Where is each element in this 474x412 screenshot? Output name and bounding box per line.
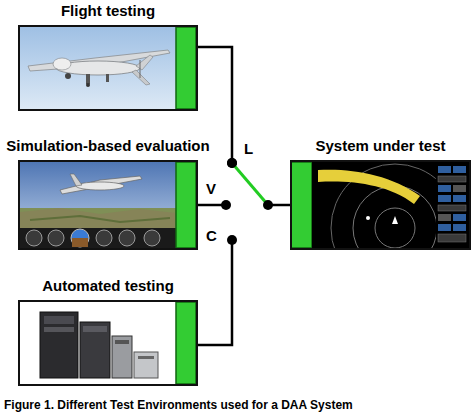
switch-contact [227,235,237,245]
box-heading: Simulation-based evaluation [6,137,209,154]
box-heading: Automated testing [42,277,174,294]
connector-strip [176,302,196,384]
connector-strip [291,162,312,248]
wire [197,240,232,345]
connector-strip [176,27,196,109]
computers-photo [20,302,176,384]
switch-contact [227,158,237,168]
switch-arm [232,163,268,205]
environment-box: Automated testing [18,300,198,386]
environment-box: Flight testing [18,25,198,111]
simulator-screen [20,162,176,248]
environment-box: Simulation-based evaluation [18,160,198,250]
switch-contact [227,158,237,168]
switch-label: C [206,227,217,244]
switch-pivot [263,200,273,210]
environment-box: System under test [290,160,471,250]
daa-display [312,162,469,292]
switched-connection [198,47,290,210]
connector-strip [176,162,196,248]
box-heading: System under test [315,137,445,154]
switch-label: V [206,180,216,197]
wire [268,204,290,207]
box-heading: Flight testing [61,2,155,19]
figure-caption: Figure 1. Different Test Environments us… [4,398,353,412]
switch-contact [221,200,231,210]
drone-photo [20,27,176,109]
switch-label: L [244,140,253,157]
